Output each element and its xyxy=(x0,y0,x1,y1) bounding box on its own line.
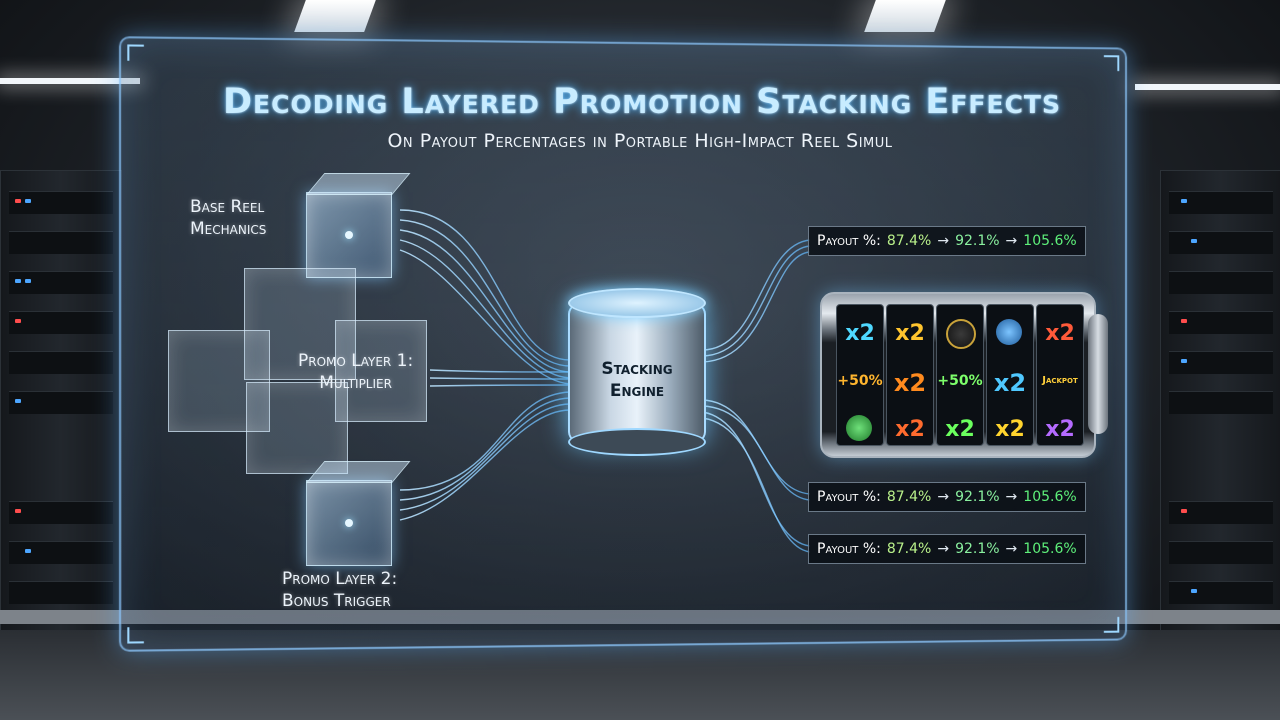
promo-layer-1-label: Promo Layer 1:Multiplier xyxy=(298,351,414,393)
server-rack-left xyxy=(0,170,122,632)
reel-symbol: x2 xyxy=(993,369,1027,397)
reel-symbol: +50% xyxy=(837,373,883,389)
ceiling-light-bar xyxy=(0,78,140,84)
glass-cube xyxy=(168,330,270,432)
reel-symbol: x2 xyxy=(895,417,925,442)
reel-symbol: +50% xyxy=(937,373,983,389)
coin-icon xyxy=(996,319,1022,345)
reel-2: x2 x2 x2 xyxy=(886,304,934,446)
slot-reel-machine: x2 +50% x2 x2 x2 +50% x2 x2 x2 x2 Jackpo… xyxy=(820,292,1108,458)
server-rack-right xyxy=(1160,170,1280,632)
reel-symbol: x2 xyxy=(995,417,1025,442)
reel-symbol: x2 xyxy=(945,417,975,442)
glass-cube xyxy=(335,320,427,422)
reel-symbol: Jackpot xyxy=(1042,375,1078,386)
floor xyxy=(0,630,1280,720)
page-title: Decoding Layered Promotion Stacking Effe… xyxy=(223,82,1061,122)
desk-surface xyxy=(0,610,1280,624)
reel-symbol: x2 xyxy=(1045,417,1075,442)
reel-end-cap xyxy=(1088,314,1108,434)
payout-readout-middle: Payout %:87.4%→92.1%→105.6% xyxy=(808,482,1086,512)
reel-3: +50% x2 xyxy=(936,304,984,446)
reel-4: x2 x2 xyxy=(986,304,1034,446)
promo-layer-2-cube xyxy=(306,461,411,566)
coin-icon xyxy=(846,415,872,441)
payout-readout-bottom: Payout %:87.4%→92.1%→105.6% xyxy=(808,534,1086,564)
reel-symbol: x2 xyxy=(1045,321,1075,346)
glass-cube xyxy=(246,382,348,474)
promo-layer-2-label: Promo Layer 2:Bonus Trigger xyxy=(282,569,398,611)
coin-icon xyxy=(946,319,976,349)
base-reel-cube xyxy=(306,173,411,278)
promo-layer-1-cluster xyxy=(244,268,356,380)
reel-1: x2 +50% xyxy=(836,304,884,446)
reel-symbol: x2 xyxy=(893,369,927,397)
payout-readout-top: Payout %:87.4%→92.1%→105.6% xyxy=(808,226,1086,256)
reel-5: x2 Jackpot x2 xyxy=(1036,304,1084,446)
reel-symbol: x2 xyxy=(845,321,875,346)
reel-symbol: x2 xyxy=(895,321,925,346)
ceiling-light-bar xyxy=(1135,84,1280,90)
page-subtitle: On Payout Percentages in Portable High-I… xyxy=(387,130,893,152)
